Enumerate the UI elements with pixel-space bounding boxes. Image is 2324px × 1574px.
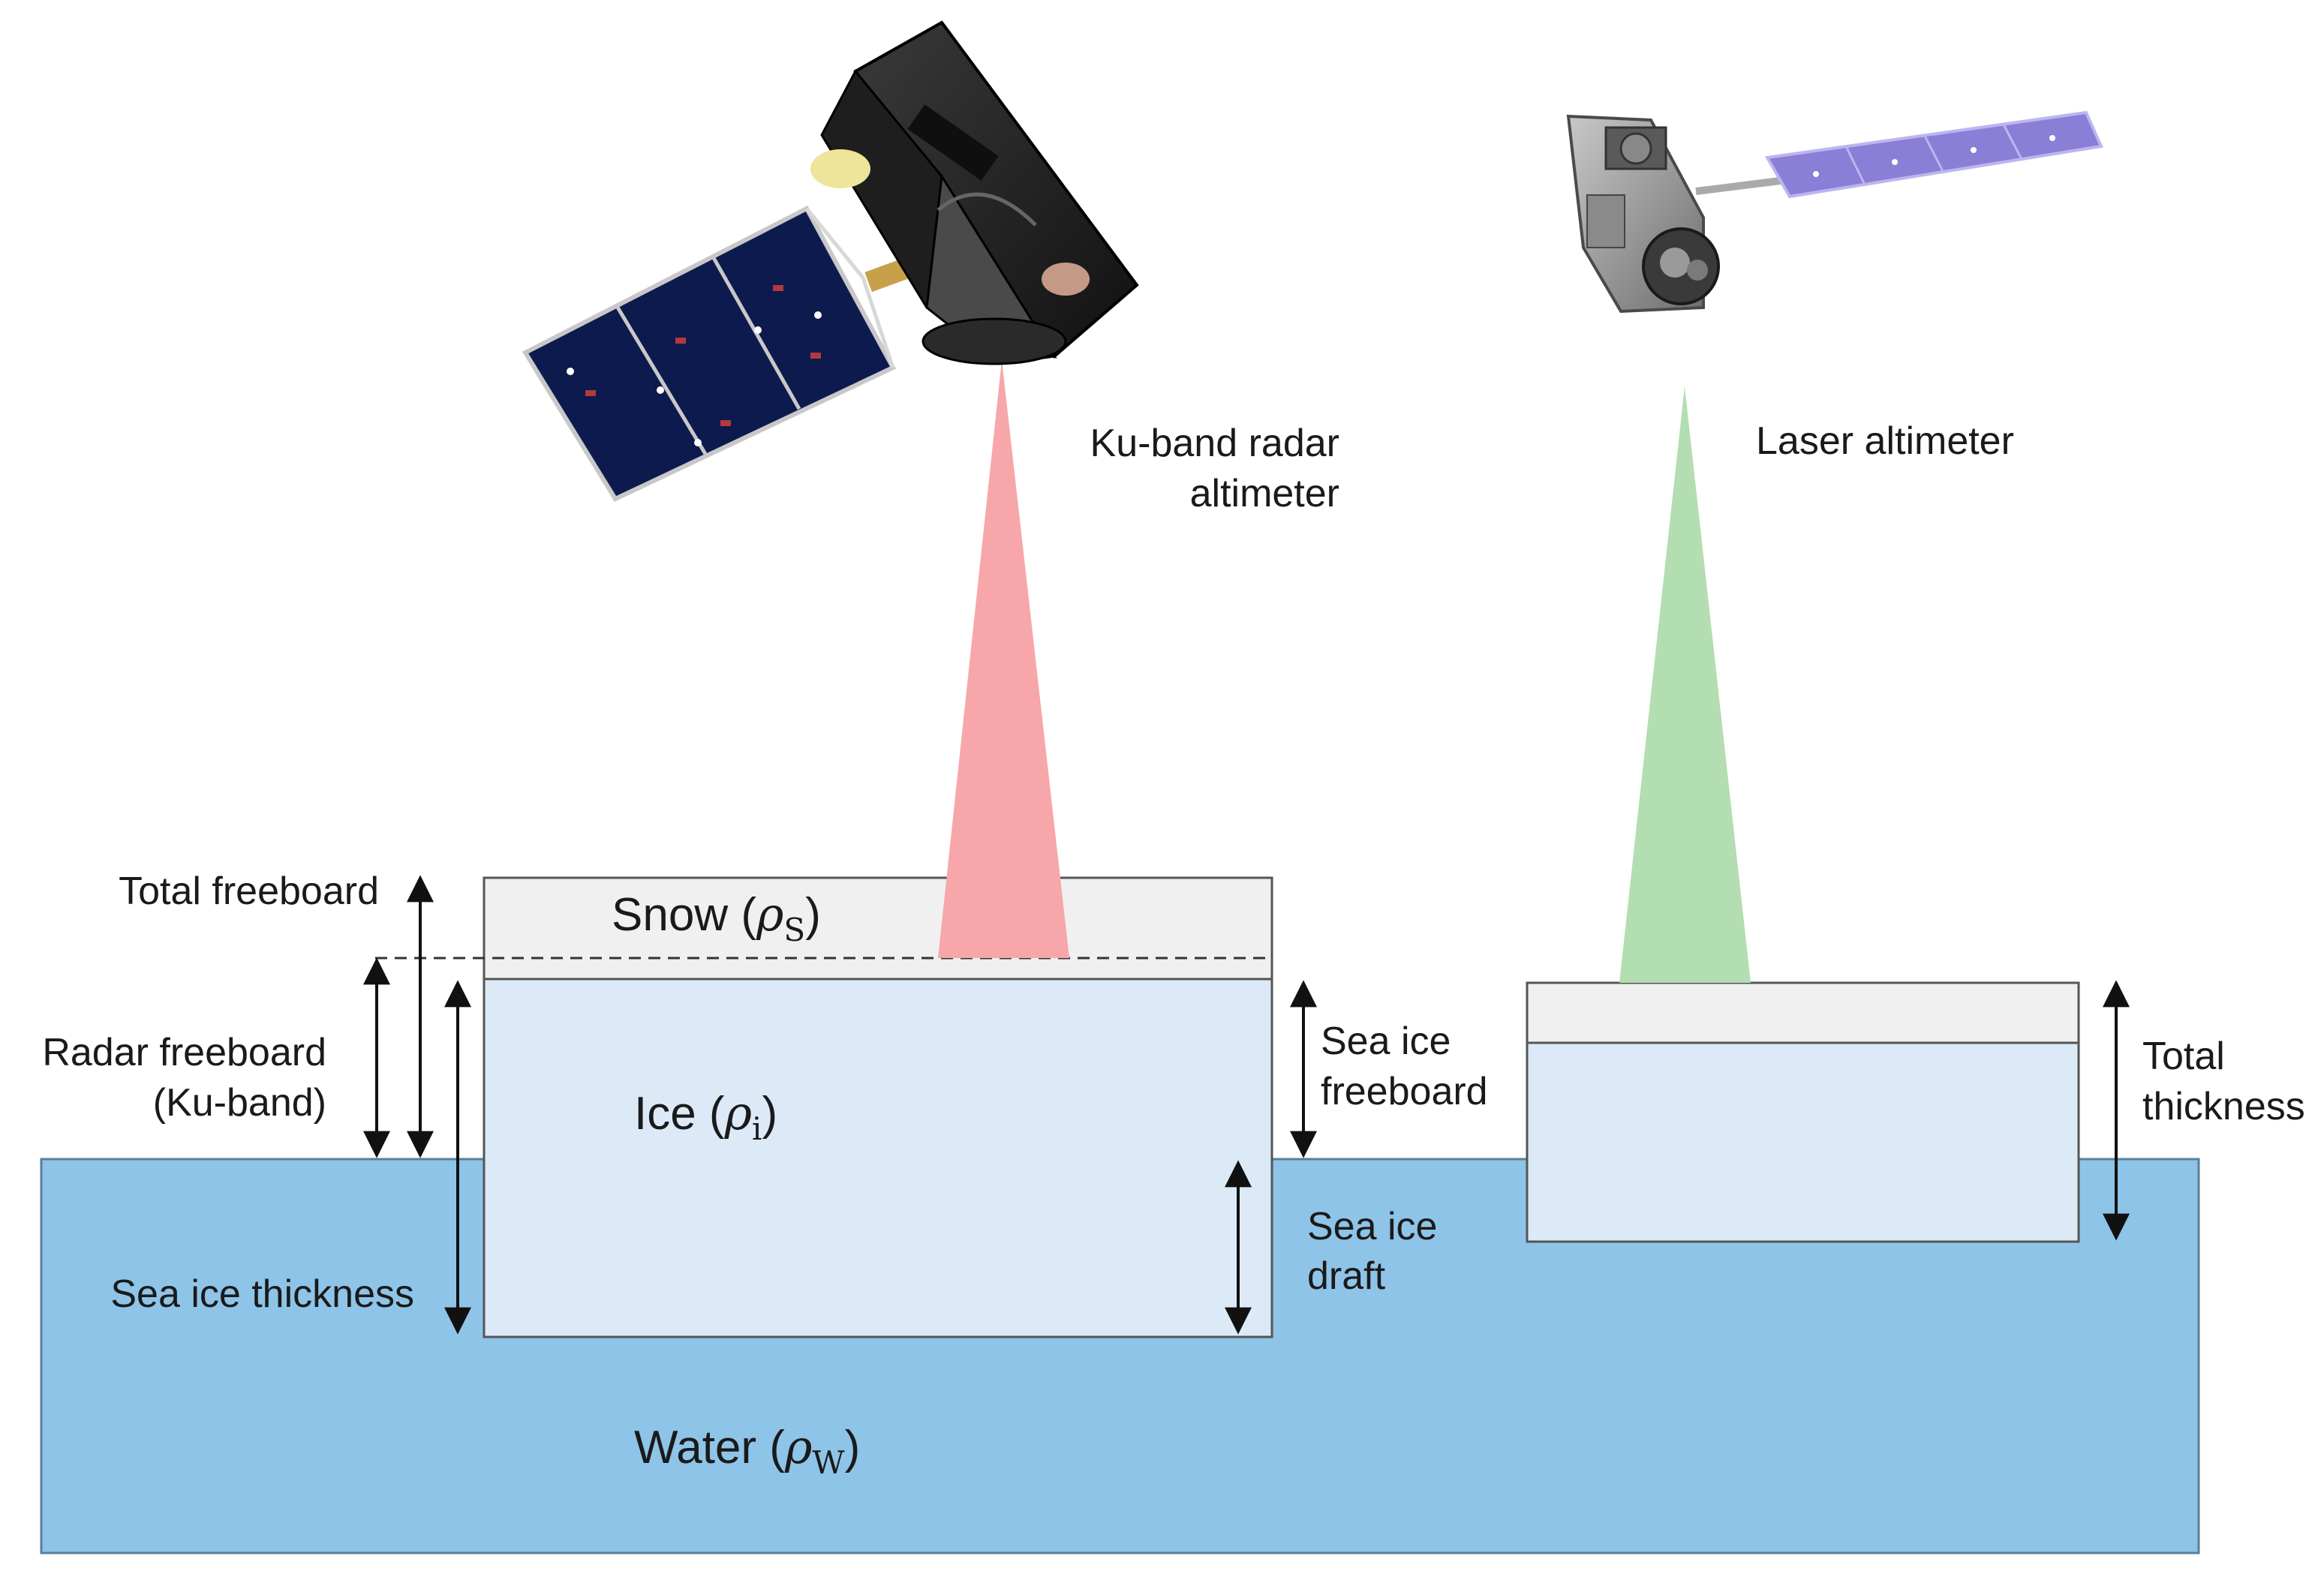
sea-ice-thickness-label: Sea ice thickness bbox=[110, 1272, 414, 1316]
ice-layer-label: Ice (ρi) bbox=[634, 1086, 777, 1147]
solar-panel-right bbox=[1764, 110, 2103, 199]
snow-layer-label: Snow (ρS) bbox=[612, 887, 821, 948]
radar-beam bbox=[938, 360, 1069, 958]
sea-ice-freeboard-label-line2: freeboard bbox=[1321, 1070, 1488, 1113]
snow-layer-left bbox=[483, 876, 1273, 981]
radar-altimeter-label-line1: Ku-band radar bbox=[1090, 422, 1339, 465]
ice-layer-left bbox=[483, 978, 1273, 1338]
measurement-arrows bbox=[363, 875, 2130, 1335]
radar-freeboard-label-line1: Radar freeboard bbox=[42, 1031, 326, 1074]
snow-layer-right bbox=[1526, 981, 2080, 1044]
total-thickness-label-line1: Total bbox=[2142, 1035, 2225, 1078]
radar-satellite bbox=[522, 20, 1139, 502]
total-freeboard-label: Total freeboard bbox=[119, 870, 379, 913]
laser-satellite bbox=[1566, 110, 2103, 314]
solar-panel-left bbox=[522, 205, 897, 502]
sea-ice-freeboard-label-line1: Sea ice bbox=[1321, 1020, 1451, 1063]
laser-altimeter-label: Laser altimeter bbox=[1756, 419, 2014, 463]
water-layer-label: Water (ρW) bbox=[634, 1419, 860, 1481]
sea-ice-draft-label-line2: draft bbox=[1307, 1254, 1386, 1298]
radar-altimeter-label-line2: altimeter bbox=[1190, 472, 1339, 515]
total-thickness-label-line2: thickness bbox=[2142, 1085, 2305, 1128]
sea-ice-draft-label-line1: Sea ice bbox=[1307, 1205, 1437, 1248]
ice-layer-right bbox=[1526, 1041, 2080, 1243]
radar-freeboard-label-line2: (Ku-band) bbox=[153, 1081, 326, 1125]
laser-beam bbox=[1619, 386, 1751, 983]
